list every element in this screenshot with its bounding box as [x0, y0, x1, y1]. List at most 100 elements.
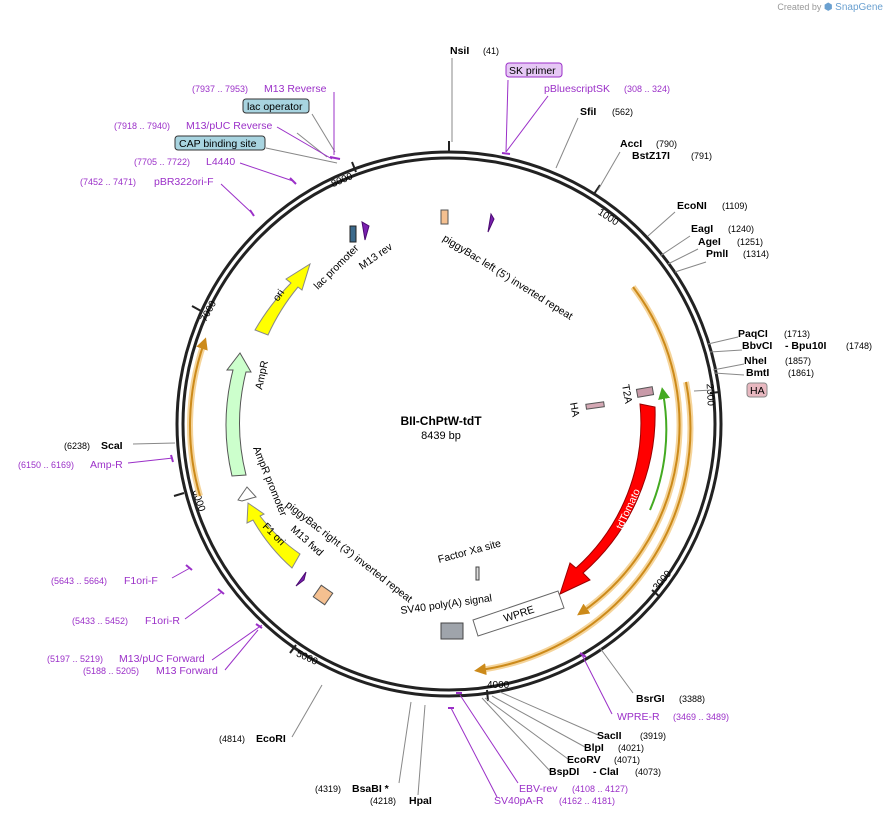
- primer-ebv-rev[interactable]: EBV-rev: [519, 783, 558, 795]
- primer-ticks: [170, 152, 587, 709]
- site-bstz17i-pos: (791): [691, 151, 712, 161]
- ori-label: ori: [271, 287, 288, 303]
- ha-label: HA: [567, 401, 581, 417]
- primer-f1ori-f[interactable]: F1ori-F: [124, 575, 158, 587]
- primer-m13-reverse-range: (7937 .. 7953): [192, 84, 248, 94]
- wpre-feature[interactable]: [472, 590, 565, 637]
- tick-4000: 4000: [487, 680, 510, 691]
- m13-rev-site[interactable]: [361, 221, 370, 241]
- site-ecorv-pos: (4071): [614, 755, 640, 765]
- tdtomato-arrow[interactable]: [559, 403, 656, 595]
- features: [225, 209, 656, 640]
- primer-pbluescriptsk-range: (308 .. 324): [624, 84, 670, 94]
- site-eagi[interactable]: EagI: [691, 223, 713, 235]
- site-sfii[interactable]: SfiI: [580, 106, 596, 118]
- site-bbvci[interactable]: BbvCI: [742, 340, 772, 352]
- site-scai-pos: (6238): [64, 441, 90, 451]
- site-bsrgi-pos: (3388): [679, 694, 705, 704]
- tick-8000: 8000: [330, 171, 355, 190]
- site-ecori[interactable]: EcoRI: [256, 733, 286, 745]
- sv40-polya-feature[interactable]: [440, 622, 464, 640]
- site-ecorv[interactable]: EcoRV: [567, 754, 601, 766]
- primer-l4440[interactable]: L4440: [206, 156, 235, 168]
- site-pmli[interactable]: PmlI: [706, 248, 728, 260]
- site-pmli-pos: (1314): [743, 249, 769, 259]
- ori-arrow[interactable]: [254, 262, 311, 336]
- lac-operator-tag[interactable]: [242, 98, 310, 114]
- site-nsii[interactable]: NsiI: [450, 45, 469, 57]
- primer-l4440-range: (7705 .. 7722): [134, 157, 190, 167]
- cap-binding-tag[interactable]: [174, 135, 266, 151]
- f1-ori-arrow[interactable]: [246, 502, 301, 569]
- site-sfii-pos: (562): [612, 107, 633, 117]
- site-agei-pos: (1251): [737, 237, 763, 247]
- site-acci[interactable]: AccI: [620, 138, 642, 150]
- piggybac-right-feature[interactable]: [312, 584, 334, 606]
- primer-pbr322ori-f[interactable]: pBR322ori-F: [154, 176, 214, 188]
- primer-labels: SK primer pBluescriptSK (308 .. 324) (79…: [18, 62, 768, 807]
- site-nhei[interactable]: NheI: [744, 355, 767, 367]
- snapgene-brand: SnapGene: [835, 2, 883, 13]
- primer-f1ori-r-range: (5433 .. 5452): [72, 616, 128, 626]
- ampr-arrow[interactable]: [225, 352, 252, 477]
- site-nsii-pos: (41): [483, 46, 499, 56]
- primer-ebv-rev-range: (4108 .. 4127): [572, 784, 628, 794]
- site-bsrgi[interactable]: BsrGI: [636, 693, 665, 705]
- site-scai[interactable]: ScaI: [101, 440, 123, 452]
- plasmid-title: BII-ChPtW-tdT 8439 bp: [400, 414, 482, 442]
- plasmid-name: BII-ChPtW-tdT: [400, 414, 482, 428]
- sk-primer-site[interactable]: [487, 212, 495, 233]
- tdtomato-label: tdTomato: [614, 487, 643, 531]
- site-acci-pos: (790): [656, 139, 677, 149]
- primer-leader-lines: [127, 79, 613, 798]
- site-hpai-pos: (4218): [370, 796, 396, 806]
- primer-sv40pa-r-range: (4162 .. 4181): [559, 796, 615, 806]
- tick-marks: [173, 141, 721, 702]
- site-bmti-pos: (1861): [788, 368, 814, 378]
- primer-pbr322ori-f-range: (7452 .. 7471): [80, 177, 136, 187]
- credit-text: Created by: [777, 2, 822, 12]
- ampr-promoter-arrow[interactable]: [237, 486, 257, 502]
- ha-feature[interactable]: [585, 401, 605, 410]
- site-bspdi[interactable]: BspDI: [549, 766, 579, 778]
- site-bmti[interactable]: BmtI: [746, 367, 769, 379]
- site-clai[interactable]: - ClaI: [593, 766, 619, 778]
- primer-wpre-r[interactable]: WPRE-R: [617, 711, 660, 723]
- primer-m13-puc-reverse[interactable]: M13/pUC Reverse: [186, 120, 273, 132]
- ha-tag[interactable]: [746, 382, 768, 398]
- site-bstz17i[interactable]: BstZ17I: [632, 150, 670, 162]
- site-econi[interactable]: EcoNI: [677, 200, 707, 212]
- site-bsabi[interactable]: BsaBI *: [352, 783, 390, 795]
- site-sacii-pos: (3919): [640, 731, 666, 741]
- primer-m13-reverse[interactable]: M13 Reverse: [264, 83, 327, 95]
- primer-m13-forward[interactable]: M13 Forward: [156, 665, 218, 677]
- site-hpai[interactable]: HpaI: [409, 795, 432, 807]
- factor-xa-feature[interactable]: [475, 566, 480, 581]
- site-bpu10i[interactable]: - Bpu10I: [785, 340, 827, 352]
- tick-7000: 7000: [199, 299, 219, 324]
- primer-pbluescriptsk[interactable]: pBluescriptSK: [544, 83, 610, 95]
- sk-primer-label: SK primer: [509, 65, 556, 77]
- primer-sv40pa-r[interactable]: SV40pA-R: [494, 795, 544, 807]
- snapgene-credit: Created by ⬢ SnapGene: [777, 2, 883, 13]
- lac-promoter-site[interactable]: [349, 225, 357, 243]
- m13-rev-label: M13 rev: [357, 240, 396, 272]
- primer-m13-puc-forward-range: (5197 .. 5219): [47, 654, 103, 664]
- primer-m13-puc-forward[interactable]: M13/pUC Forward: [119, 653, 205, 665]
- primer-amp-r[interactable]: Amp-R: [90, 459, 123, 471]
- primer-m13-forward-range: (5188 .. 5205): [83, 666, 139, 676]
- sk-primer-tag[interactable]: [505, 62, 563, 78]
- t2a-label: T2A: [619, 383, 634, 404]
- piggybac-right-label: piggyBac right (3') inverted repeat: [283, 499, 414, 605]
- site-agei[interactable]: AgeI: [698, 236, 721, 248]
- orf-arcs: [187, 285, 694, 676]
- m13-fwd-site[interactable]: [295, 571, 307, 587]
- site-paqci[interactable]: PaqCI: [738, 328, 768, 340]
- cap-binding-label: CAP binding site: [179, 138, 257, 150]
- t2a-feature[interactable]: [635, 386, 655, 398]
- site-sacii[interactable]: SacII: [597, 730, 622, 742]
- tick-5000: 5000: [294, 648, 319, 668]
- primer-f1ori-r[interactable]: F1ori-R: [145, 615, 180, 627]
- site-blpi[interactable]: BlpI: [584, 742, 604, 754]
- piggybac-left-feature[interactable]: [440, 209, 449, 225]
